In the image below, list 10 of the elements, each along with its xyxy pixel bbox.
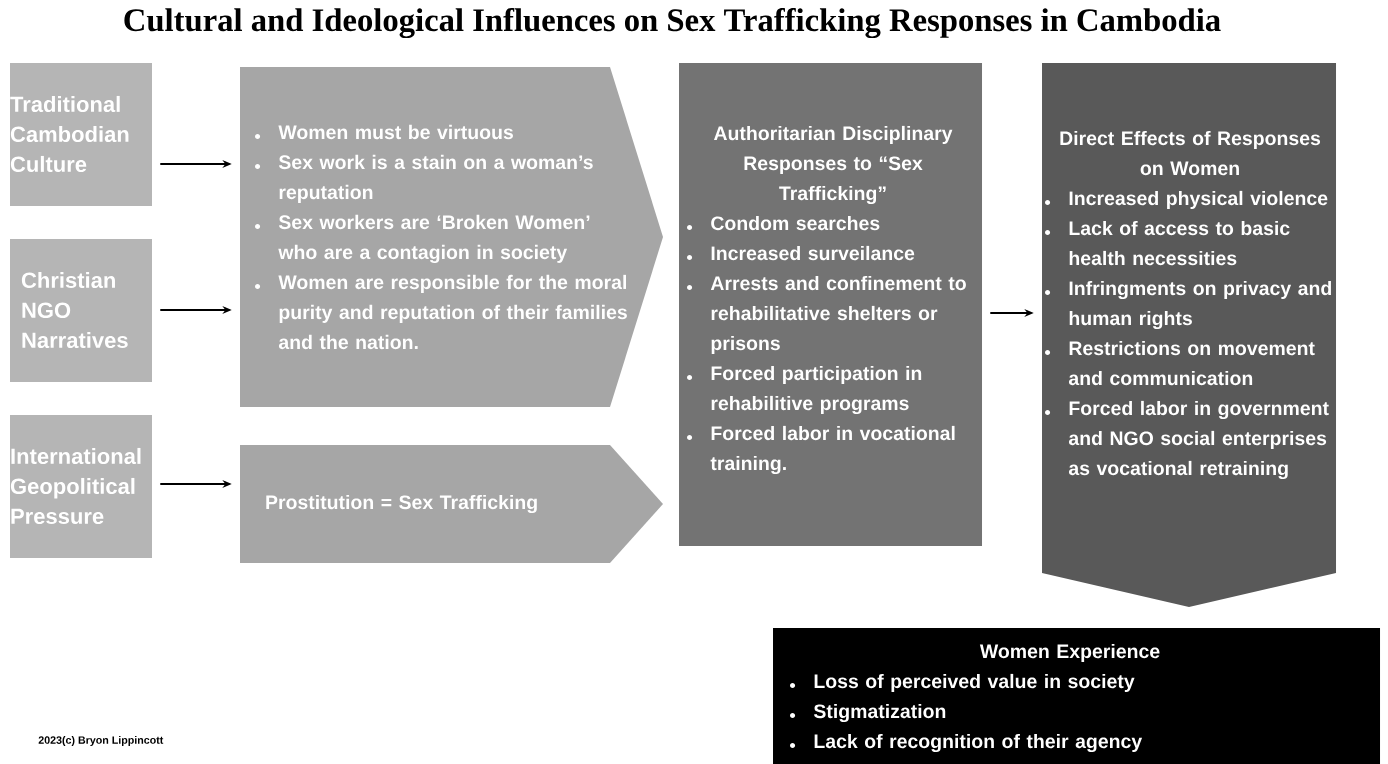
chevron-box: Prostitution = Sex Trafficking <box>240 445 663 563</box>
source-box: Traditional Cambodian Culture <box>10 63 152 206</box>
response-box: Authoritarian Disciplinary Responses to “Sex Trafficking” Condom searches Increased surveilance Arrests and confinement to rehabilitative shelters or prisons Forced participation in rehabilitive programs Forced labor in vocational training. <box>679 63 982 546</box>
copyright-note: 2023(c) Bryon Lippincott <box>38 736 164 746</box>
experience-box: Women Experience Loss of perceived value in society Stigmatization Lack of recognition of their agency <box>773 628 1380 764</box>
effects-arrow-box: Direct Effects of Responses on Women Increased physical violence Lack of access to basic health necessities Infringments on privacy and human rights Restrictions on movement and communication Forced labor in government and NGO social enterprises as vocational retraining <box>1042 63 1336 607</box>
source-box: International Geopolitical Pressure <box>10 415 152 558</box>
source-box: Christian NGO Narratives <box>10 239 152 382</box>
title: Cultural and Ideological Influences on Sex Trafficking Responses in Cambodia <box>124 7 1221 39</box>
chevron-box: Women must be virtuous Sex work is a stain on a woman’s reputation Sex workers are ‘Broken Women’ who are a contagion in society Women are responsible for the moral purity and reputation of their families and the nation. <box>240 67 663 407</box>
